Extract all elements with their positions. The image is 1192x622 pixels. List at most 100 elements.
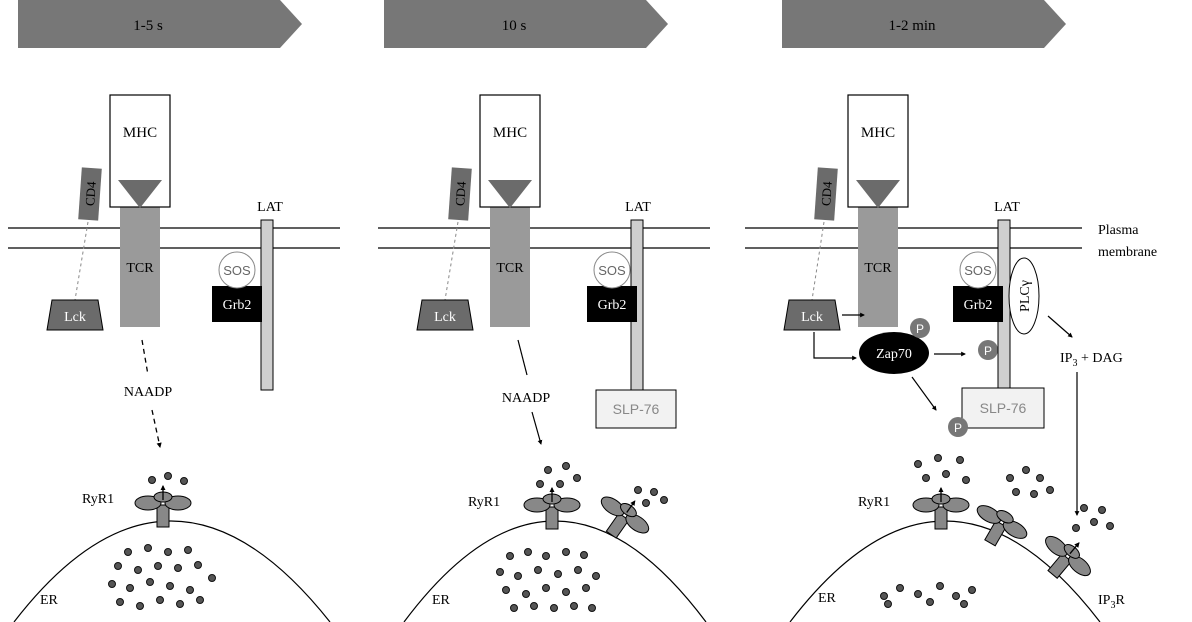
membrane-label-line1: Plasma	[1098, 223, 1139, 238]
ip3r-sub: 3	[1110, 600, 1115, 611]
cd4-box	[814, 167, 838, 221]
grb2-label: Grb2	[223, 298, 252, 313]
membrane-label-line2: membrane	[1098, 245, 1157, 260]
sos-circle	[593, 251, 631, 289]
sos-label: SOS	[598, 263, 626, 278]
lck-shape	[783, 299, 841, 331]
cd4-label: CD4	[452, 180, 469, 206]
sos-label: SOS	[223, 263, 251, 278]
sos-label: SOS	[964, 263, 992, 278]
lat-label: LAT	[994, 200, 1020, 215]
zap70-ellipse	[859, 332, 929, 374]
calcium-ions-er	[108, 544, 216, 610]
tcr-receptor	[120, 195, 160, 327]
ip3-dag-sub: 3	[1072, 358, 1077, 369]
naadp-arrow	[531, 411, 543, 445]
zap70-label: Zap70	[876, 347, 912, 362]
grb2-label: Grb2	[964, 298, 993, 313]
grb2-box	[587, 286, 637, 322]
calcium-ions-cytosol	[914, 454, 1114, 532]
naadp-dash-arrow	[151, 409, 162, 449]
cd4-lck-link	[444, 221, 459, 301]
ip3r-label: IP3R	[1098, 593, 1125, 611]
grb2-box	[212, 286, 262, 322]
ryr1-channel-tilted	[600, 496, 650, 539]
naadp-label: NAADP	[124, 385, 172, 400]
er-label: ER	[40, 593, 59, 608]
er-label: ER	[432, 593, 451, 608]
slp76-label: SLP-76	[613, 401, 660, 417]
slp76-box	[595, 389, 677, 429]
ryr1-label: RyR1	[468, 495, 500, 510]
panel-2: TCR MHC CD4 Lck LAT Grb2 SOS SLP-76 NAAD…	[378, 94, 710, 622]
sos-circle	[218, 251, 256, 289]
ip3-dag-label: IP3 + DAG	[1060, 351, 1123, 369]
lat-label: LAT	[625, 200, 651, 215]
peptide-triangle	[856, 180, 900, 208]
cd4-label: CD4	[82, 180, 99, 206]
lck-label: Lck	[434, 310, 456, 325]
phospho-slp76-label: P	[954, 421, 962, 435]
sos-circle	[959, 251, 997, 289]
stage-label-3: 1-2 min	[888, 18, 936, 34]
stage-label-1: 1-5 s	[133, 18, 163, 34]
ryr1-channel	[523, 486, 581, 530]
grb2-label: Grb2	[598, 298, 627, 313]
phospho-zap70-label: P	[916, 322, 924, 336]
naadp-line-top	[517, 339, 528, 376]
cd4-label: CD4	[818, 180, 835, 206]
slp76-label: SLP-76	[980, 400, 1027, 416]
cd4-box	[448, 167, 472, 221]
tcr-receptor	[490, 195, 530, 327]
plcg-to-ip3-arrow	[1047, 315, 1073, 338]
peptide-triangle	[488, 180, 532, 208]
calcium-ions-cytosol	[148, 472, 188, 485]
zap70-to-slp76-arrow	[911, 376, 937, 411]
ip3-dag-pre: IP	[1060, 351, 1073, 366]
slp76-box	[961, 387, 1045, 429]
calcium-ions-cytosol	[536, 462, 668, 507]
phospho-lat-label: P	[984, 344, 992, 358]
phospho-slp76	[948, 417, 968, 437]
er-label: ER	[818, 591, 837, 606]
stage-banner-3: 1-2 min	[782, 0, 1066, 48]
stage-banner-2: 10 s	[384, 0, 668, 48]
calcium-ions-er	[496, 548, 600, 612]
naadp-label: NAADP	[502, 391, 550, 406]
peptide-triangle	[118, 180, 162, 208]
panel-1: TCR MHC CD4 Lck LAT Grb2 SOS NAADP ER Ry…	[8, 94, 340, 622]
tcr-label: TCR	[864, 261, 892, 276]
ip3-dag-post: + DAG	[1077, 351, 1122, 366]
er-membrane	[13, 520, 331, 622]
lck-shape	[46, 299, 104, 331]
lat-bar	[260, 219, 274, 391]
cd4-lck-link	[811, 221, 825, 301]
lck-label: Lck	[64, 310, 86, 325]
tcr-receptor	[858, 195, 898, 327]
ryr1-label: RyR1	[858, 495, 890, 510]
plcg-ellipse	[1008, 257, 1040, 335]
naadp-dash-top	[141, 339, 149, 376]
phospho-zap70	[910, 318, 930, 338]
mhc-label: MHC	[861, 125, 895, 141]
lck-label: Lck	[801, 310, 823, 325]
ip3r-post: R	[1115, 593, 1125, 608]
cd4-box	[78, 167, 102, 221]
lat-label: LAT	[257, 200, 283, 215]
plcg-label: PLCγ	[1018, 280, 1033, 312]
ryr1-label: RyR1	[82, 492, 114, 507]
stage-banner-1: 1-5 s	[18, 0, 302, 48]
cd4-lck-link	[74, 221, 89, 301]
stage-label-2: 10 s	[502, 18, 527, 34]
mhc-label: MHC	[493, 125, 527, 141]
lck-to-zap70-arrow	[813, 332, 857, 361]
tcr-label: TCR	[126, 261, 154, 276]
tcr-label: TCR	[496, 261, 524, 276]
ryr1-channel	[134, 484, 192, 528]
ip3r-pre: IP	[1098, 593, 1111, 608]
ryr1-channel-tilted	[976, 505, 1028, 547]
panel-3: Plasma membrane TCR MHC CD4 Lck Zap70 P …	[745, 94, 1157, 622]
ryr1-channel	[912, 486, 970, 530]
phospho-lat	[978, 340, 998, 360]
